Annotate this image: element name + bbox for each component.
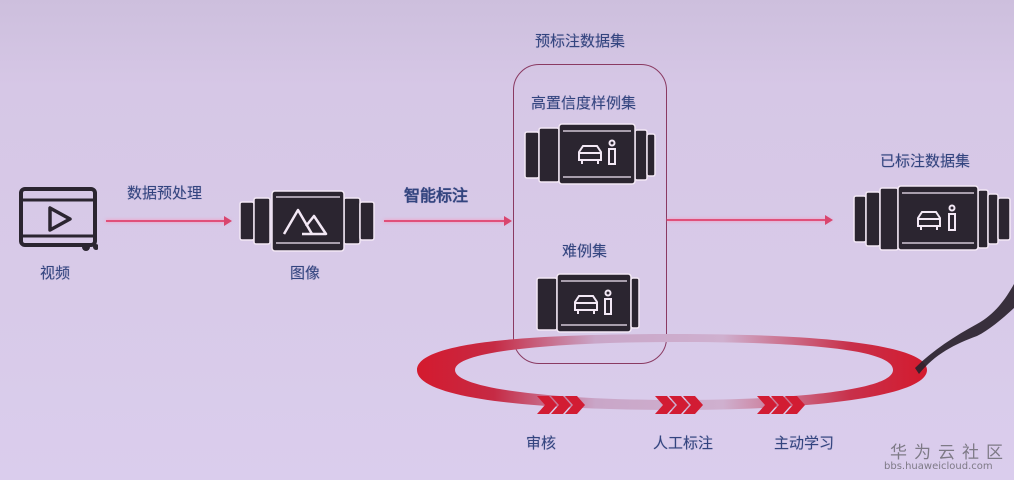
- pre-labeled-dataset-title: 预标注数据集: [535, 32, 626, 50]
- preprocess-edge-label: 数据预处理: [127, 184, 203, 202]
- smart-label-edge-label: 智能标注: [404, 186, 469, 205]
- loop-step-review: 审核: [526, 434, 557, 452]
- video-play-icon: [19, 187, 98, 251]
- car-person-stack-icon: [853, 185, 1011, 251]
- loop-step-manual-label: 人工标注: [653, 434, 714, 452]
- watermark-url: bbs.huaweicloud.com: [884, 461, 993, 472]
- car-person-stack-icon: [524, 123, 656, 185]
- loop-step-active-learning: 主动学习: [774, 434, 835, 452]
- preprocess-arrow: [106, 216, 232, 226]
- image-label: 图像: [290, 264, 321, 282]
- to-labeled-arrow: [667, 215, 833, 225]
- video-label: 视频: [40, 264, 71, 282]
- hard-examples-label: 难例集: [562, 242, 608, 260]
- image-stack-icon: [239, 190, 375, 252]
- active-learning-loop: [417, 334, 927, 414]
- pre-labeled-dataset-box: [513, 64, 667, 364]
- labeled-dataset-label: 已标注数据集: [880, 152, 971, 170]
- smart-label-arrow: [384, 216, 512, 226]
- watermark-brand: 华为云社区: [890, 443, 1010, 463]
- pointer-shadow: [915, 284, 1014, 374]
- high-confidence-label: 高置信度样例集: [531, 94, 637, 112]
- car-person-stack-icon: [536, 273, 640, 333]
